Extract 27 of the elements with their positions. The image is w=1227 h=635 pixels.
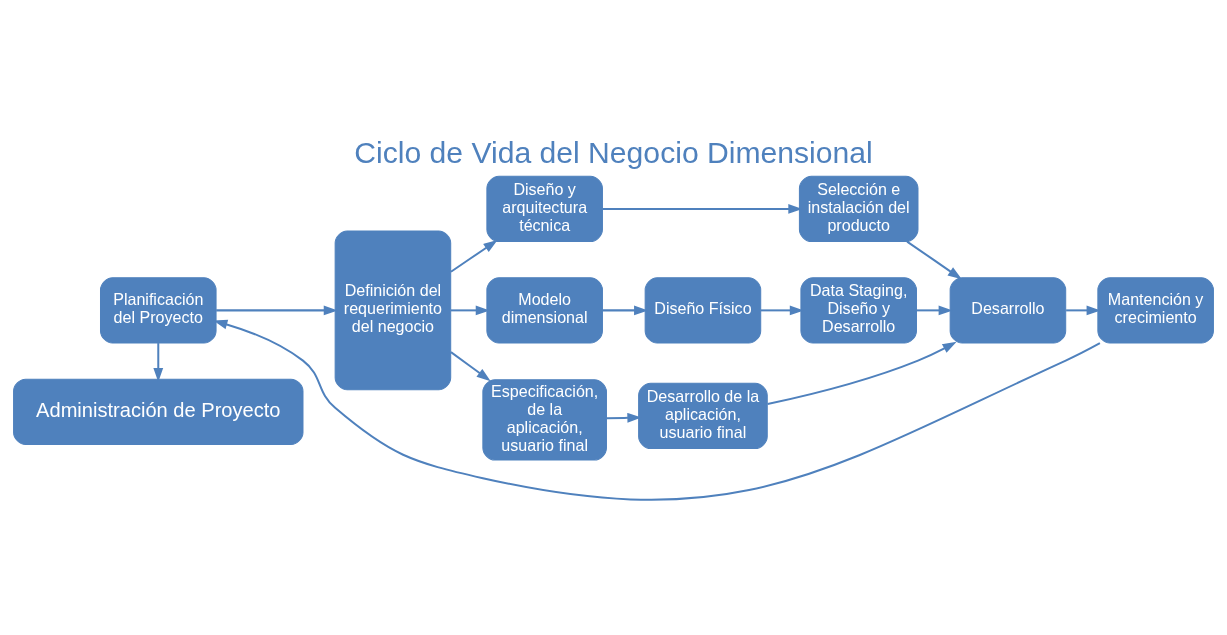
arrow [916,305,953,316]
arrow [606,412,642,423]
arrow [602,203,803,214]
arrow [450,351,491,382]
arrow [213,319,1101,501]
arrow [153,343,164,382]
arrow [602,305,649,316]
arrow [216,305,338,316]
node-box: Diseño y arquitectura técnica [486,175,603,243]
arrow [760,305,804,316]
diagram-title: Ciclo de Vida del Negocio Dimensional [354,136,873,170]
node-box: Selección e instalación del producto [798,175,919,243]
arrow [767,341,957,405]
arrow [1066,305,1101,316]
node-box: Planificación del Proyecto [100,277,217,344]
arrow [450,305,490,316]
node-box: Data Staging, Diseño y Desarrollo [800,277,917,344]
node-box: Administración de Proyecto [13,378,304,446]
node-box: Desarrollo de la aplicación, usuario final [638,382,768,450]
arrow [450,240,498,273]
node-box: Especificación, de la aplicación, usuario final [482,379,607,461]
node-box: Definición del requerimiento del negocio [334,230,452,391]
arrow [906,240,962,280]
node-box: Mantención y crecimiento [1097,277,1214,344]
node-box: Desarrollo [949,277,1067,344]
node-box: Diseño Físico [644,277,762,344]
node-box: Modelo dimensional [486,277,603,344]
